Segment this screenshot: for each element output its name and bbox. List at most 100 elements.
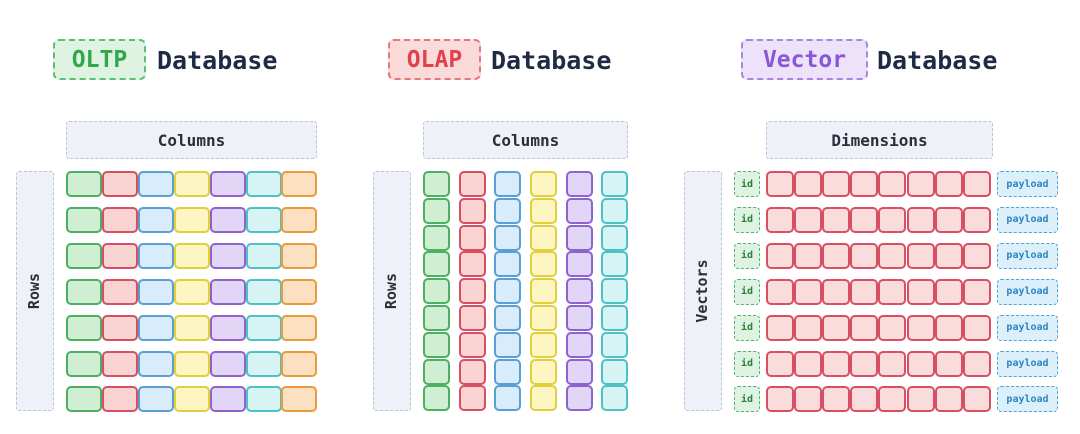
oltp-cell [173, 386, 210, 413]
oltp-cell [209, 171, 246, 197]
oltp-cell [245, 242, 282, 269]
oltp-cell [137, 242, 174, 269]
olap-cell [459, 251, 486, 278]
olap-cell [601, 385, 628, 412]
olap-cell [459, 224, 486, 251]
olap-cell [423, 224, 450, 251]
vector-dimension-cell [766, 350, 794, 377]
vector-dimension-cell [794, 278, 823, 305]
oltp-cell [281, 171, 318, 197]
vector-id-label: id [734, 171, 760, 197]
oltp-cell [173, 206, 210, 233]
olap-cell [494, 385, 521, 412]
olap-cell [459, 385, 486, 412]
oltp-cell [245, 386, 282, 413]
oltp-columns-header: Columns [66, 121, 317, 159]
vector-dimensions-header: Dimensions [766, 121, 993, 159]
oltp-cell [245, 350, 282, 377]
vector-dimension-cell [822, 242, 851, 269]
olap-rows-sidebar [373, 171, 411, 411]
vector-dimension-cell [850, 314, 879, 341]
oltp-cell [137, 314, 174, 341]
vector-dimension-cell [878, 206, 907, 233]
olap-cell [601, 224, 628, 251]
vector-dimension-cell [878, 278, 907, 305]
oltp-cell [209, 242, 246, 269]
vector-dimension-cell [962, 278, 991, 305]
oltp-cell [101, 242, 138, 269]
vector-payload-label: payload [997, 386, 1058, 413]
oltp-cell [137, 386, 174, 413]
oltp-cell [101, 350, 138, 377]
vector-dimension-cell [934, 386, 963, 413]
olap-cell [601, 197, 628, 224]
vector-dimension-cell [906, 314, 935, 341]
vector-id-label: id [734, 350, 760, 377]
vector-database-title: Database [877, 46, 998, 75]
oltp-cell [66, 171, 102, 197]
vector-id-label: id [734, 314, 760, 341]
vector-dimension-cell [766, 278, 794, 305]
olap-database-title: Database [491, 46, 612, 75]
olap-cell [459, 358, 486, 385]
vector-dimension-cell [850, 242, 879, 269]
oltp-cell [137, 350, 174, 377]
vector-vectors-label: Vectors [693, 259, 711, 323]
olap-cell [494, 358, 521, 385]
oltp-cell [209, 350, 246, 377]
vector-dimension-cell [906, 242, 935, 269]
olap-cell [459, 171, 486, 197]
olap-cell [494, 251, 521, 278]
olap-cell [530, 224, 557, 251]
oltp-cell [66, 350, 102, 377]
oltp-cell [245, 206, 282, 233]
vector-dimension-cell [906, 206, 935, 233]
oltp-cell [66, 278, 102, 305]
vector-dimension-cell [962, 171, 991, 197]
oltp-cell [173, 278, 210, 305]
olap-cell [566, 197, 593, 224]
vector-payload-label: payload [997, 350, 1058, 377]
oltp-cell [245, 314, 282, 341]
vector-id-label: id [734, 386, 760, 413]
olap-cell [566, 251, 593, 278]
oltp-cell [281, 242, 318, 269]
olap-cell [601, 171, 628, 197]
vector-dimension-cell [850, 206, 879, 233]
vector-payload-label: payload [997, 206, 1058, 233]
olap-cell [566, 358, 593, 385]
olap-cell [601, 251, 628, 278]
oltp-rows-sidebar [16, 171, 54, 411]
oltp-cell [281, 314, 318, 341]
olap-cell [423, 197, 450, 224]
vector-dimension-cell [766, 242, 794, 269]
olap-cell [423, 385, 450, 412]
vector-dimension-cell [934, 314, 963, 341]
olap-tag: OLAP [388, 39, 481, 80]
olap-cell [459, 305, 486, 331]
oltp-cell [66, 314, 102, 341]
olap-cell [601, 358, 628, 385]
vector-dimension-cell [794, 314, 823, 341]
oltp-database-title: Database [157, 46, 278, 75]
olap-cell [530, 305, 557, 331]
oltp-cell [173, 314, 210, 341]
vector-dimension-cell [822, 278, 851, 305]
olap-cell [530, 251, 557, 278]
vector-id-label: id [734, 278, 760, 305]
olap-cell [494, 197, 521, 224]
olap-cell [459, 331, 486, 358]
olap-cell [459, 278, 486, 305]
vector-payload-label: payload [997, 314, 1058, 341]
vector-dimension-cell [934, 171, 963, 197]
oltp-cell [245, 171, 282, 197]
oltp-cell [101, 278, 138, 305]
vector-dimension-cell [794, 242, 823, 269]
olap-cell [530, 331, 557, 358]
olap-cell [423, 358, 450, 385]
olap-cell [530, 171, 557, 197]
vector-dimension-cell [794, 350, 823, 377]
olap-cell [566, 278, 593, 305]
olap-cell [566, 224, 593, 251]
oltp-cell [281, 278, 318, 305]
